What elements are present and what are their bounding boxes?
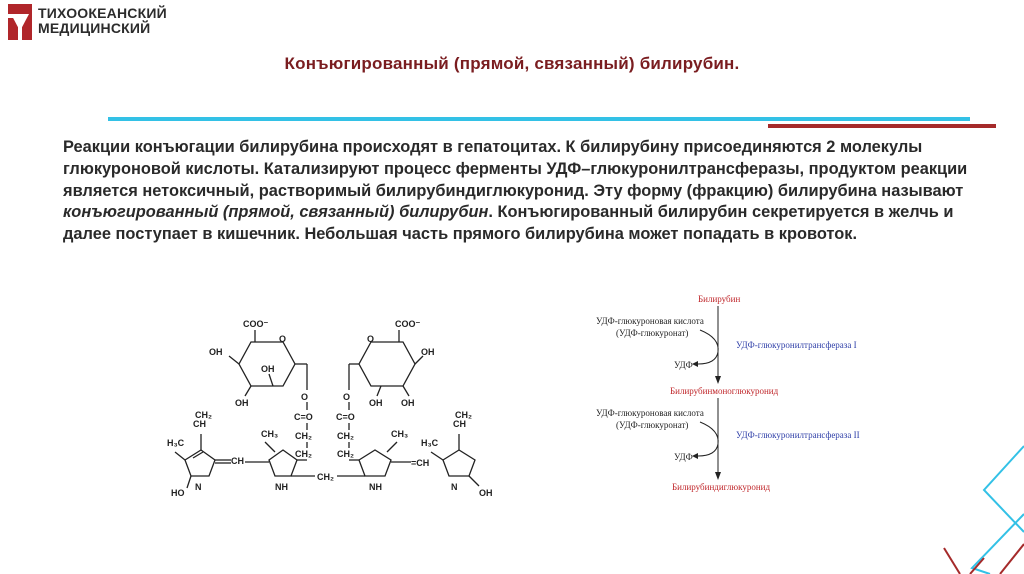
pyrrole-ring-c: CH₃ NH =CH xyxy=(349,429,429,492)
scheme-arrowhead-udp-1 xyxy=(692,361,698,367)
right-glucuronide-ring: COO⁻ O OH OH OH O xyxy=(343,319,435,408)
logo-line-2: МЕДИЦИНСКИЙ xyxy=(38,20,151,36)
left-ch2-label-1: CH₂ xyxy=(295,431,312,441)
right-ring-oh-2: OH xyxy=(369,398,383,408)
scheme-diglucuronide: Билирубиндиглюкуронид xyxy=(672,482,770,492)
scheme-curve-2-out xyxy=(697,443,719,457)
university-logo: ТИХООКЕАНСКИЙ МЕДИЦИНСКИЙ xyxy=(8,4,167,40)
left-ring-oh-3: OH xyxy=(261,364,275,374)
ring-d-ch3-label: H₃C xyxy=(421,438,439,448)
bilirubin-diglucuronide-structure: COO⁻ O OH OH OH O C=O CH₂ CH₂ COO⁻ O OH … xyxy=(167,319,493,498)
left-coo-label: COO⁻ xyxy=(243,319,269,329)
logo-text: ТИХООКЕАНСКИЙ МЕДИЦИНСКИЙ xyxy=(38,6,167,36)
right-coo-label: COO⁻ xyxy=(395,319,421,329)
pyrrole-ring-d: CH CH₂ H₃C OH N xyxy=(421,410,493,498)
ring-a-ch3-label: H₃C xyxy=(167,438,185,448)
left-ring-o-label: O xyxy=(279,334,286,344)
logo-mark-icon xyxy=(8,4,32,40)
conjugation-reaction-scheme: Билирубин УДФ-глюкуроновая кислота (УДФ-… xyxy=(596,294,860,492)
scheme-udpg-1b: (УДФ-глюкуронат) xyxy=(616,328,688,338)
left-ring-oh-2: OH xyxy=(235,398,249,408)
scheme-udpg-1: УДФ-глюкуроновая кислота xyxy=(596,316,704,326)
ring-c-ch-bridge: =CH xyxy=(411,458,429,468)
pyrrole-ring-b: CH₃ NH xyxy=(245,429,307,492)
scheme-bilirubin: Билирубин xyxy=(698,294,740,304)
ring-a-n-label: N xyxy=(195,482,202,492)
ring-d-oh-label: OH xyxy=(479,488,493,498)
scheme-curve-1-in xyxy=(699,329,719,353)
right-ring-o-label: O xyxy=(367,334,374,344)
ring-c-nh-label: NH xyxy=(369,482,382,492)
bridge-ch2-label: CH₂ xyxy=(317,472,334,482)
scheme-arrowhead-udp-2 xyxy=(692,453,698,459)
scheme-arrowhead-1 xyxy=(715,376,721,384)
decorative-corner-lines xyxy=(943,445,1024,574)
logo-line-1: ТИХООКЕАНСКИЙ xyxy=(38,5,167,21)
ring-a-ho-label: HO xyxy=(171,488,185,498)
title-rule-blue xyxy=(108,117,970,121)
body-paragraph: Реакции конъюгации билирубина происходят… xyxy=(63,137,983,246)
right-ring-oh-1: OH xyxy=(421,347,435,357)
ring-c-ch3-label: CH₃ xyxy=(391,429,408,439)
right-ch2-label-2: CH₂ xyxy=(337,449,354,459)
pyrrole-ring-a: CH CH₂ H₃C HO N CH xyxy=(167,410,244,498)
right-propionate-chain: C=O CH₂ CH₂ xyxy=(336,402,355,459)
scheme-curve-2-in xyxy=(699,421,719,445)
left-glucuronide-ring: COO⁻ O OH OH OH O xyxy=(209,319,308,408)
body-text-italic: конъюгированный (прямой, связанный) били… xyxy=(63,203,489,222)
left-propionate-chain: C=O CH₂ CH₂ xyxy=(294,402,313,459)
ring-d-n-label: N xyxy=(451,482,458,492)
ring-d-ch-label: CH xyxy=(453,419,466,429)
title-rule-red xyxy=(768,124,996,128)
right-ch2-label-1: CH₂ xyxy=(337,431,354,441)
right-ring-oh-3: OH xyxy=(401,398,415,408)
left-ch2-label-2: CH₂ xyxy=(295,449,312,459)
scheme-monoglucuronide: Билирубинмоноглюкуронид xyxy=(670,386,779,396)
ring-a-ch-label: CH xyxy=(193,419,206,429)
scheme-udpg-2: УДФ-глюкуроновая кислота xyxy=(596,408,704,418)
scheme-enzyme-2: УДФ-глюкуронилтрансфераза II xyxy=(736,430,860,440)
scheme-udp-1: УДФ xyxy=(674,360,693,370)
ring-b-nh-label: NH xyxy=(275,482,288,492)
right-ester-o: O xyxy=(343,392,350,402)
methylene-bridge: CH₂ xyxy=(291,472,365,482)
body-text-part-2: . Конъюгированный билирубин секретируетс… xyxy=(63,203,954,244)
scheme-udpg-2b: (УДФ-глюкуронат) xyxy=(616,420,688,430)
scheme-arrowhead-2 xyxy=(715,472,721,480)
left-ester-o: O xyxy=(301,392,308,402)
ring-a-ch2-label: CH₂ xyxy=(195,410,212,420)
ring-d-ch2-label: CH₂ xyxy=(455,410,472,420)
scheme-enzyme-1: УДФ-глюкуронилтрансфераза I xyxy=(736,340,857,350)
left-ring-oh-1: OH xyxy=(209,347,223,357)
left-co-label: C=O xyxy=(294,412,313,422)
right-co-label: C=O xyxy=(336,412,355,422)
body-text-part-1: Реакции конъюгации билирубина происходят… xyxy=(63,138,968,200)
slide-title: Конъюгированный (прямой, связанный) били… xyxy=(284,54,740,73)
scheme-udp-2: УДФ xyxy=(674,452,693,462)
ring-b-ch3-label: CH₃ xyxy=(261,429,278,439)
ring-a-ch-bridge: CH xyxy=(231,456,244,466)
scheme-curve-1-out xyxy=(697,351,719,365)
